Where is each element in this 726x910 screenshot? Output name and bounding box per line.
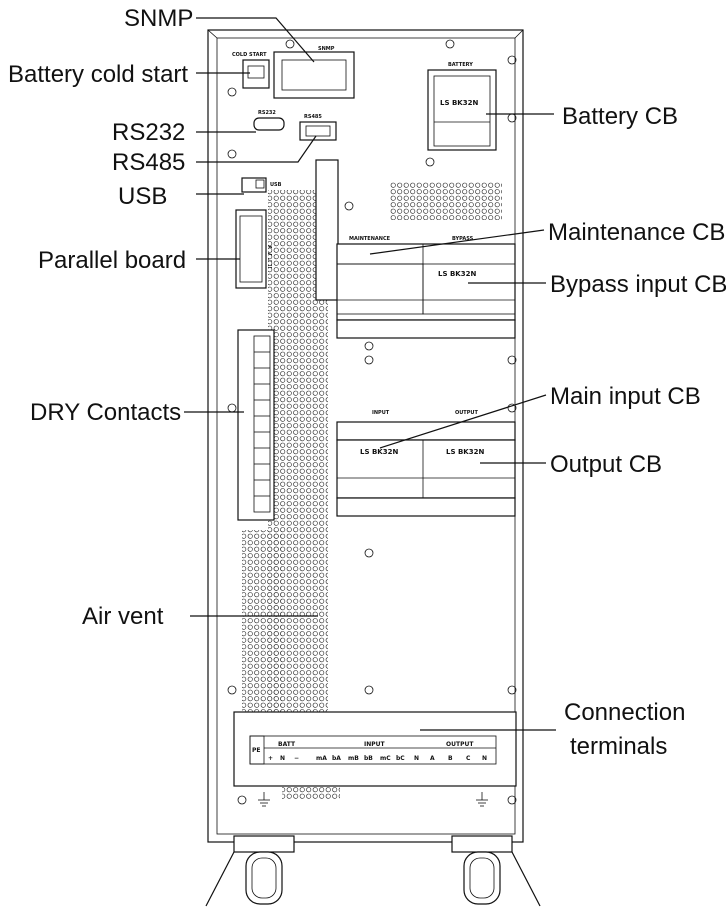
snmp-slot-label: SNMP: [318, 46, 335, 52]
callout-main-input-cb: Main input CB: [550, 383, 701, 410]
parallel-board-slot[interactable]: PARALLEL: [235, 209, 272, 289]
rs232-label: RS232: [258, 110, 276, 116]
rs232-port[interactable]: RS232: [253, 110, 285, 131]
callout-rs485: RS485: [112, 149, 185, 176]
terminal-input-n: N: [414, 755, 419, 762]
center-busbar: [315, 159, 339, 301]
battery-label: BATTERY: [448, 62, 473, 68]
terminal-batt-minus: −: [294, 755, 299, 762]
upper-right-vent: [390, 182, 502, 220]
callout-battery-cb: Battery CB: [562, 103, 678, 130]
terminal-batt-n: N: [280, 755, 285, 762]
battery-breaker-model: LS BK32N: [440, 99, 478, 107]
output-label: OUTPUT: [455, 410, 478, 416]
terminal-output-n: N: [482, 755, 487, 762]
callout-bypass-input-cb: Bypass input CB: [550, 271, 726, 298]
terminal-pe: PE: [252, 747, 261, 754]
input-output-breaker-group[interactable]: INPUT OUTPUT LS BK32N LS BK32N: [336, 410, 516, 517]
callout-parallel-board: Parallel board: [38, 247, 186, 274]
terminal-input-mb: mB: [348, 755, 359, 762]
terminal-output-a: A: [430, 755, 435, 762]
snmp-slot[interactable]: SNMP: [273, 46, 355, 99]
output-breaker-model: LS BK32N: [446, 448, 484, 456]
callout-output-cb: Output CB: [550, 451, 662, 478]
cold-start-switch[interactable]: COLD START: [232, 52, 270, 89]
dry-contacts-block[interactable]: [237, 329, 275, 521]
callout-air-vent: Air vent: [82, 603, 164, 630]
terminal-input-header: INPUT: [364, 741, 386, 748]
rs485-label: RS485: [304, 114, 322, 120]
caster-right: [451, 835, 541, 907]
caster-left: [205, 835, 295, 907]
terminal-output-c: C: [466, 755, 471, 762]
terminal-output-header: OUTPUT: [446, 741, 474, 748]
callout-rs232: RS232: [112, 119, 185, 146]
cold-start-label: COLD START: [232, 52, 267, 58]
battery-breaker[interactable]: BATTERY LS BK32N: [427, 62, 497, 151]
terminal-batt-plus: +: [268, 755, 273, 762]
bypass-breaker-model: LS BK32N: [438, 270, 476, 278]
callout-connection-terminals-line2: terminals: [570, 733, 667, 760]
callout-maintenance-cb: Maintenance CB: [548, 219, 725, 246]
terminal-input-mc: mC: [380, 755, 391, 762]
terminal-output-b: B: [448, 755, 453, 762]
usb-label: USB: [270, 182, 282, 188]
terminal-input-ba: bA: [332, 755, 341, 762]
terminal-batt-header: BATT: [278, 741, 296, 748]
callout-dry-contacts: DRY Contacts: [30, 399, 181, 426]
usb-port[interactable]: USB: [241, 177, 282, 193]
callout-battery-cold-start: Battery cold start: [8, 61, 188, 88]
input-breaker-model: LS BK32N: [360, 448, 398, 456]
bypass-label: BYPASS: [452, 236, 474, 242]
terminal-input-bc: bC: [396, 755, 405, 762]
callout-usb: USB: [118, 183, 167, 210]
callout-snmp: SNMP: [124, 5, 193, 32]
terminal-input-bb: bB: [364, 755, 373, 762]
callout-connection-terminals-line1: Connection: [564, 699, 685, 726]
input-label: INPUT: [372, 410, 390, 416]
connection-terminal-block[interactable]: PE BATT INPUT OUTPUT + N − mA bA mB bB m…: [233, 711, 517, 787]
ground-icon: [258, 792, 488, 807]
terminal-input-ma: mA: [316, 755, 327, 762]
maintenance-bypass-breaker-group[interactable]: MAINTENANCE BYPASS LS BK32N: [336, 236, 516, 339]
callout-lines: [184, 17, 556, 731]
maintenance-label: MAINTENANCE: [349, 236, 391, 242]
rs485-port[interactable]: RS485: [299, 114, 337, 141]
